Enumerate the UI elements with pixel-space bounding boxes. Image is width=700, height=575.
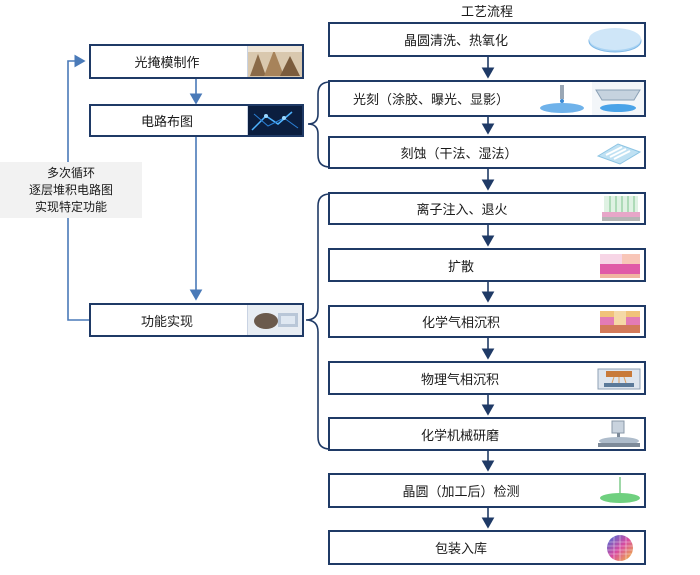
step-ion-implantation: 离子注入、退火 xyxy=(328,192,646,225)
step-packaging: 包装入库 xyxy=(328,530,646,565)
step-wafer-cleaning: 晶圆清洗、热氧化 xyxy=(328,22,646,57)
step-circuit-layout: 电路布图 xyxy=(89,104,304,137)
mask-fabrication-photo xyxy=(247,46,302,77)
step-label: 物理气相沉积 xyxy=(420,372,499,388)
step-pvd: 物理气相沉积 xyxy=(328,361,646,395)
wafer-disc-icon xyxy=(586,24,644,55)
step-cvd: 化学气相沉积 xyxy=(328,305,646,338)
step-lithography: 光刻（涂胶、曝光、显影） xyxy=(328,80,646,117)
ion-implantation-icon xyxy=(598,194,644,223)
step-diffusion: 扩散 xyxy=(328,248,646,282)
function-implementation-photo xyxy=(247,305,302,335)
step-mask-fabrication: 光掩模制作 xyxy=(89,44,304,79)
loop-note-line-3: 实现特定功能 xyxy=(34,199,107,214)
pvd-chamber-icon xyxy=(594,363,644,393)
wafer-inspection-icon xyxy=(596,475,644,506)
step-cmp: 化学机械研磨 xyxy=(328,417,646,451)
brace-lithography xyxy=(307,81,331,168)
step-label: 光刻（涂胶、曝光、显影） xyxy=(352,93,509,108)
step-label: 电路布图 xyxy=(140,115,193,130)
loop-note-line-2: 逐层堆积电路图 xyxy=(28,182,113,197)
diffusion-layer-icon xyxy=(596,250,644,280)
step-etching: 刻蚀（干法、湿法） xyxy=(328,136,646,169)
cvd-layer-icon xyxy=(596,307,644,336)
cmp-machine-icon xyxy=(594,419,644,449)
step-label: 离子注入、退火 xyxy=(416,203,508,218)
finished-wafer-icon xyxy=(596,532,644,563)
step-inspection: 晶圆（加工后）检测 xyxy=(328,473,646,508)
etching-pattern-icon xyxy=(592,138,644,167)
step-label: 扩散 xyxy=(447,259,474,275)
step-label: 晶圆（加工后）检测 xyxy=(402,485,520,500)
circuit-layout-photo xyxy=(247,106,302,135)
step-function-implementation: 功能实现 xyxy=(89,303,304,337)
brace-process xyxy=(305,193,331,450)
lithography-icon xyxy=(536,82,644,115)
step-label: 光掩模制作 xyxy=(134,56,200,71)
flow-title: 工艺流程 xyxy=(461,5,514,20)
step-label: 包装入库 xyxy=(434,542,487,557)
step-label: 晶圆清洗、热氧化 xyxy=(403,34,508,49)
step-label: 功能实现 xyxy=(140,314,193,330)
step-label: 化学机械研磨 xyxy=(420,428,499,444)
step-label: 化学气相沉积 xyxy=(421,316,500,331)
step-label: 刻蚀（干法、湿法） xyxy=(400,147,518,162)
loop-note: 多次循环 逐层堆积电路图 实现特定功能 xyxy=(0,162,142,218)
loop-note-line-1: 多次循环 xyxy=(46,165,95,180)
